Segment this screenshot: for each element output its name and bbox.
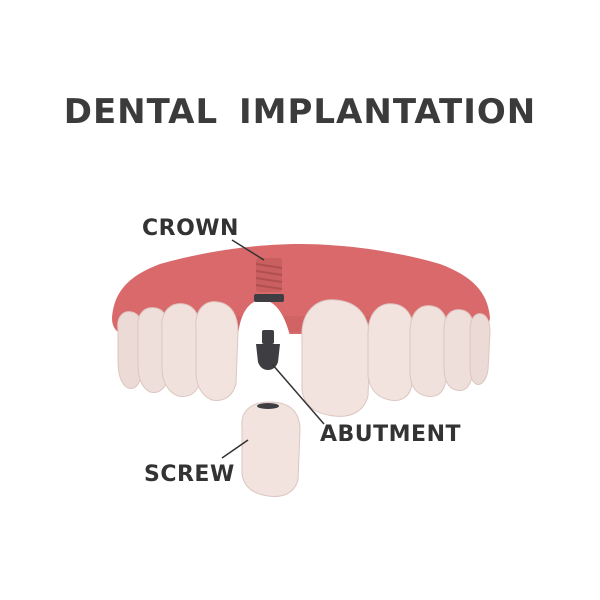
tooth-right-lateral <box>367 303 415 401</box>
label-abutment: ABUTMENT <box>320 422 462 447</box>
diagram-title: DENTAL IMPLANTATION <box>63 92 537 132</box>
abutment-pointer-line <box>271 363 325 425</box>
gum-socket-gap <box>238 300 290 336</box>
tooth-central-right <box>301 299 371 417</box>
tooth-right-back-3 <box>469 313 491 385</box>
implant-screw <box>254 258 284 302</box>
implant-crown <box>241 401 301 497</box>
implant-abutment <box>256 330 280 370</box>
screw-pointer-line <box>221 439 249 459</box>
tooth-left-back-1 <box>161 303 201 397</box>
label-screw: SCREW <box>144 462 235 487</box>
tooth-left-lateral <box>195 301 239 401</box>
crown-pointer-line <box>231 239 265 261</box>
label-crown: CROWN <box>142 216 239 241</box>
tooth-right-back-1 <box>409 305 449 397</box>
